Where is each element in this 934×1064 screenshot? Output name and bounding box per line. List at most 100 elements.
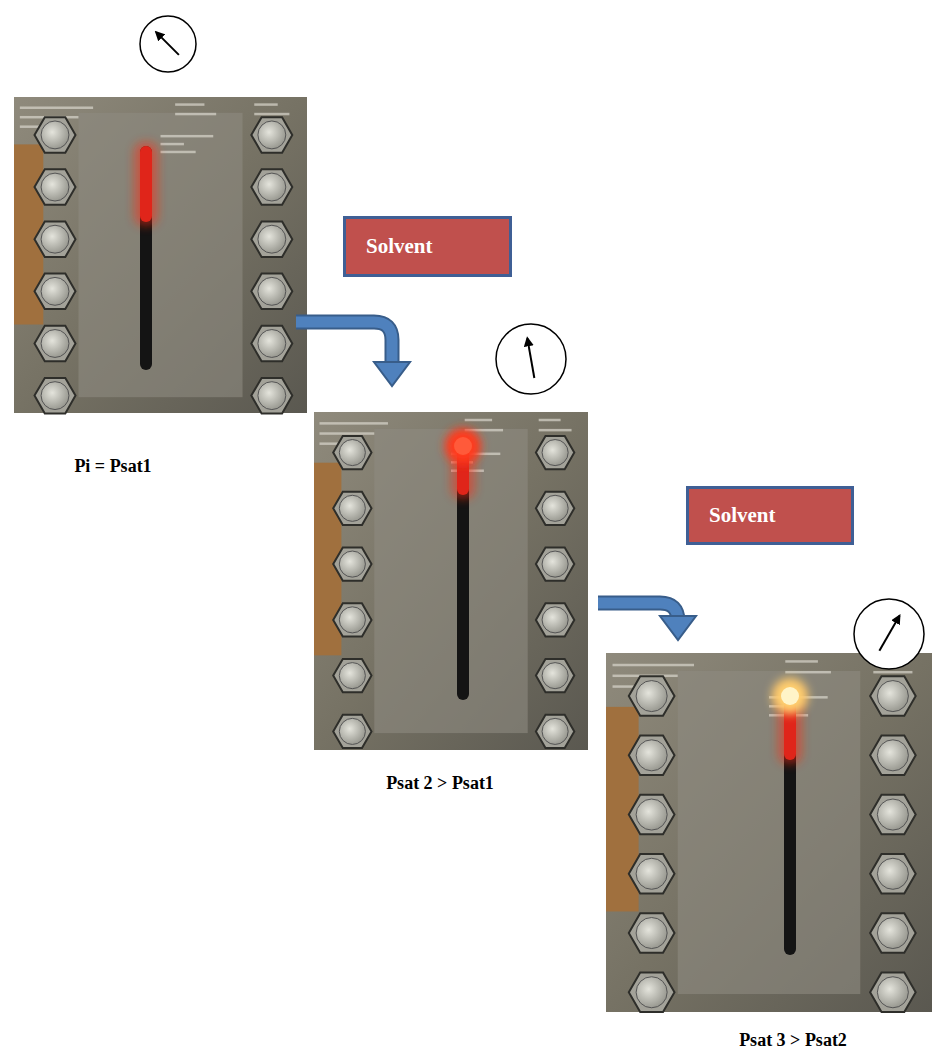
light-glow (772, 678, 808, 714)
bolt (870, 913, 916, 953)
gauge-needle (527, 338, 534, 378)
bolt (629, 736, 675, 776)
bolt-head (542, 663, 568, 689)
bolt-head (258, 121, 286, 149)
bolt (251, 221, 292, 257)
bolt (35, 221, 76, 257)
bolt (35, 169, 76, 205)
stamped-mark (161, 135, 214, 138)
bolt (629, 913, 675, 953)
bolt-hex (870, 973, 916, 1013)
bolt-head (339, 495, 365, 521)
process-arrow (296, 322, 410, 386)
bolt-head (542, 607, 568, 633)
red-glow (134, 142, 158, 226)
bolt-head (258, 382, 286, 410)
bolt (536, 603, 574, 636)
bolt-hex (35, 117, 76, 153)
bolt (35, 117, 76, 153)
solvent-box: Solvent (686, 486, 854, 545)
bolt-hex (629, 676, 675, 716)
sight-glass (784, 690, 796, 955)
bolt-hex (251, 117, 292, 153)
bolt-hex (536, 436, 574, 469)
stamped-mark (785, 671, 831, 674)
stamped-mark (539, 429, 572, 432)
stamped-mark (873, 671, 912, 674)
bolt (35, 378, 76, 414)
arrow-head (374, 362, 410, 386)
bolt-head (258, 277, 286, 305)
bolt-head (339, 718, 365, 744)
inner-plate (78, 113, 242, 397)
bolt (333, 436, 371, 469)
bolt-hex (333, 492, 371, 525)
bolt (333, 492, 371, 525)
bolt (333, 548, 371, 581)
bolt-hex (629, 736, 675, 776)
bolt (629, 676, 675, 716)
bolt-hex (333, 659, 371, 692)
bolt-hex (629, 973, 675, 1013)
bolt (629, 854, 675, 894)
bolt-hex (35, 274, 76, 310)
metal-plate (314, 412, 588, 750)
bolt (870, 676, 916, 716)
bolt-hex (251, 274, 292, 310)
bolt-head (877, 799, 908, 830)
sight-glass (140, 146, 152, 370)
pressure-label: Pi = Psat1 (74, 456, 151, 477)
bolt-hex (536, 603, 574, 636)
bolt (251, 274, 292, 310)
bolt-hex (870, 913, 916, 953)
bolt-hex (629, 913, 675, 953)
bolt-head (636, 799, 667, 830)
arrow-head (660, 616, 696, 640)
bolt (870, 854, 916, 894)
bolt-hex (870, 736, 916, 776)
stamped-mark (161, 143, 184, 146)
bolt-head (258, 330, 286, 358)
pressure-label: Psat 2 > Psat1 (386, 773, 494, 794)
bolt (35, 326, 76, 362)
stamped-mark (465, 419, 492, 422)
stamped-mark (161, 151, 196, 154)
gauge-dial (854, 599, 924, 669)
bolt-hex (870, 676, 916, 716)
bolt-hex (35, 169, 76, 205)
bolt-hex (870, 795, 916, 835)
red-glow (778, 686, 802, 764)
bolt-head (542, 551, 568, 577)
bolt-hex (333, 548, 371, 581)
arrow-outline (296, 322, 392, 364)
bolt-head (877, 918, 908, 949)
bolt (536, 436, 574, 469)
bolt-head (339, 663, 365, 689)
bolt (536, 492, 574, 525)
bolt (536, 715, 574, 748)
metal-plate (14, 97, 307, 413)
bolt (536, 659, 574, 692)
bolt-head (41, 225, 69, 253)
bolt (536, 548, 574, 581)
bolt-head (877, 858, 908, 889)
bolt-hex (870, 854, 916, 894)
bolt-head (41, 121, 69, 149)
bolt-hex (251, 326, 292, 362)
bolt (870, 795, 916, 835)
bolt (870, 973, 916, 1013)
light-core (454, 437, 472, 455)
pressure-gauge (140, 16, 196, 72)
gauge-needle (879, 616, 899, 651)
box-label: Solvent (366, 234, 433, 259)
light-glow (445, 428, 481, 464)
bolt-hex (333, 603, 371, 636)
bolt-head (542, 718, 568, 744)
pressure-gauge (496, 324, 566, 394)
process-arrow (598, 603, 696, 640)
bolt-head (258, 225, 286, 253)
stamped-mark (539, 419, 561, 422)
bolt-head (636, 977, 667, 1008)
bolt-head (41, 277, 69, 305)
bolt (333, 659, 371, 692)
